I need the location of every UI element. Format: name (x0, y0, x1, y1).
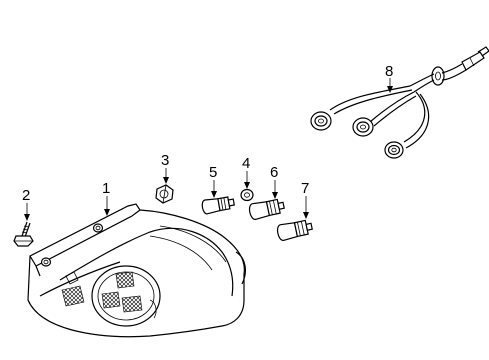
bulb-6 (248, 198, 285, 220)
callout-2: 2 (22, 187, 30, 204)
callout-8: 8 (385, 63, 393, 80)
washer (240, 188, 254, 202)
mounting-screw (13, 221, 34, 247)
bulb-5 (201, 196, 235, 215)
leader-lines (24, 78, 393, 221)
callout-3: 3 (161, 152, 169, 169)
callout-5: 5 (209, 164, 217, 181)
tail-lamp-assembly (27, 203, 246, 338)
bulb-7 (276, 219, 313, 241)
callout-7: 7 (301, 180, 309, 197)
wiring-harness (310, 46, 489, 159)
callout-4: 4 (242, 155, 250, 172)
callout-1: 1 (102, 180, 110, 197)
mounting-nut (155, 184, 174, 204)
callout-6: 6 (270, 164, 278, 181)
callout-labels: 1 2 3 4 5 6 7 8 (22, 63, 393, 204)
